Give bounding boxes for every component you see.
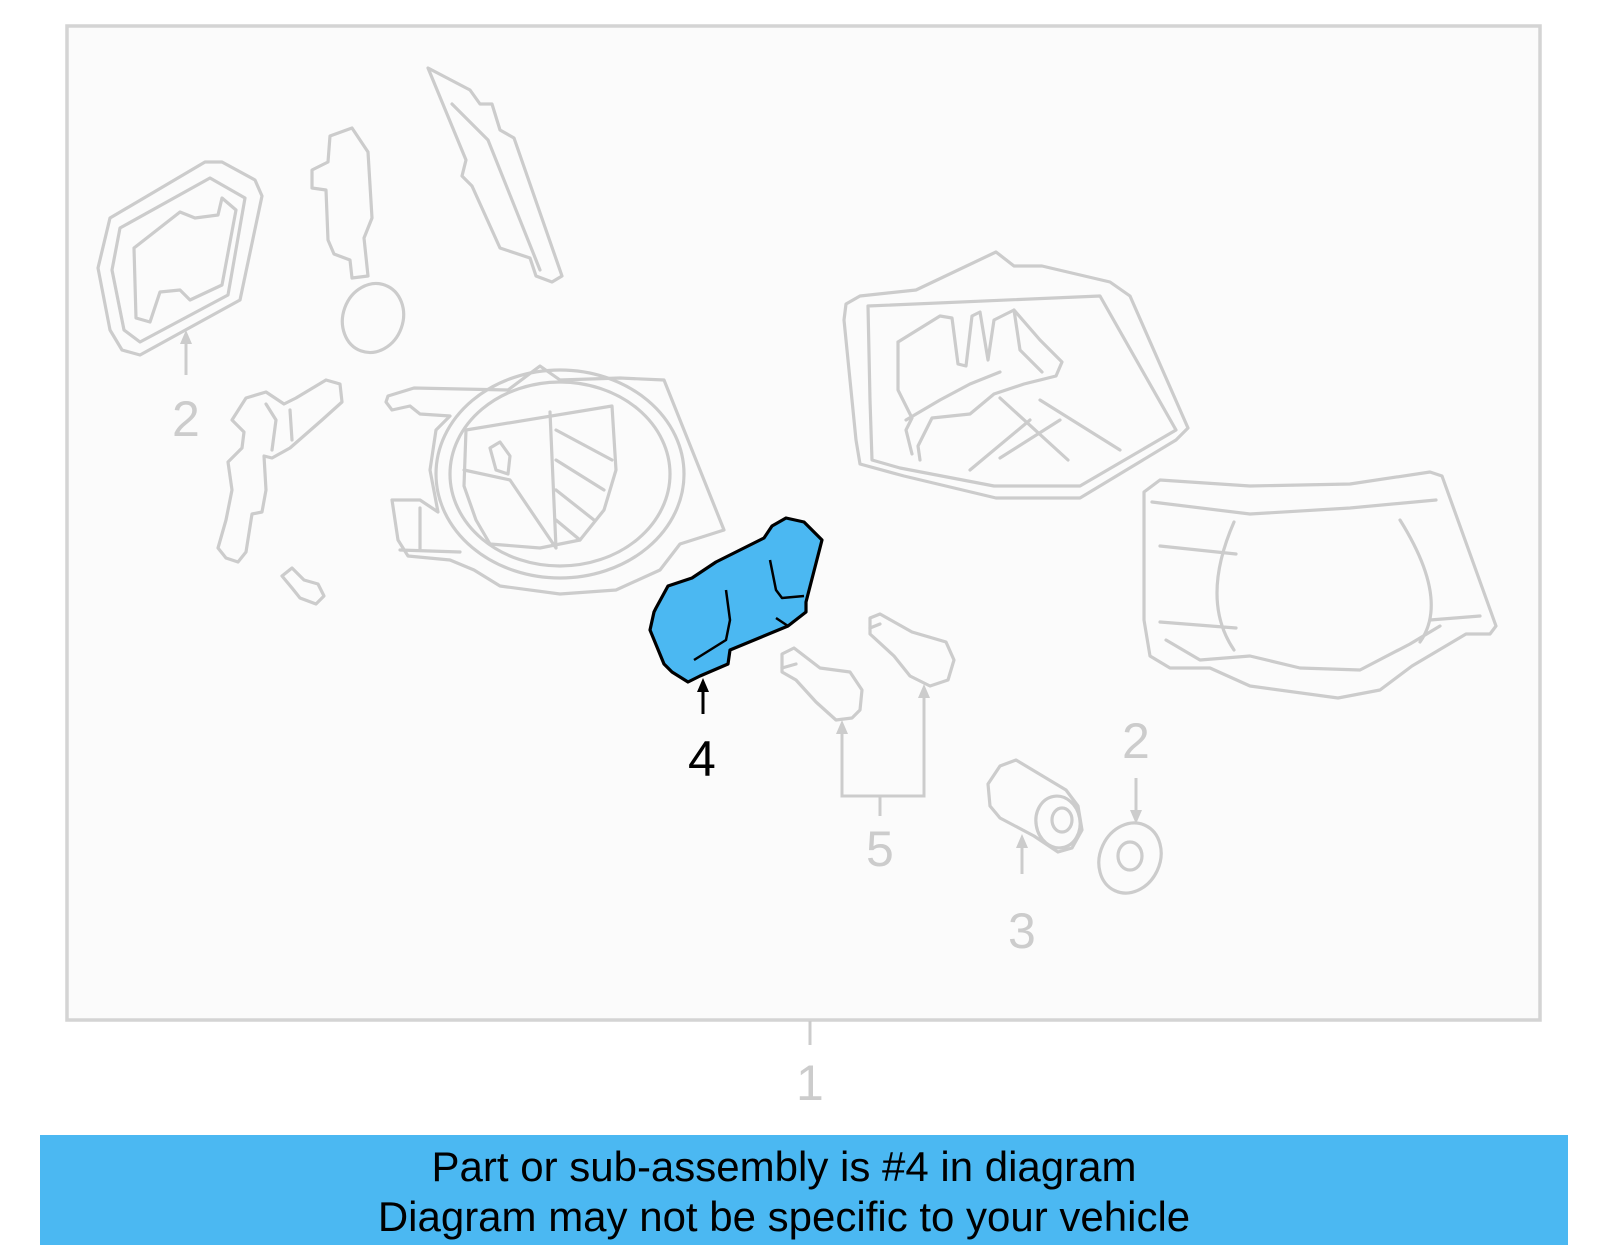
leader-5	[836, 684, 930, 816]
callout-2-top: 2	[172, 391, 200, 447]
part-clip	[280, 566, 326, 606]
callout-2-bottom: 2	[1122, 713, 1150, 769]
part-cover-strip-inner	[450, 102, 542, 272]
info-banner: Part or sub-assembly is #4 in diagram Di…	[40, 1135, 1568, 1245]
part-2-mirror-glass	[96, 160, 264, 357]
part-5-bulbs	[780, 612, 956, 722]
banner-line-1: Part or sub-assembly is #4 in diagram	[431, 1143, 1137, 1190]
part-headlamp-housing	[384, 364, 726, 596]
part-gasket-ring	[340, 281, 406, 355]
part-small-bracket	[216, 378, 344, 564]
part-2-gasket	[1097, 821, 1163, 895]
callout-4[interactable]: 4	[688, 731, 716, 787]
part-rear-housing	[842, 250, 1190, 500]
callout-3: 3	[1008, 903, 1036, 959]
part-3-bulb-socket	[986, 758, 1084, 854]
part-cover-strip	[426, 66, 564, 284]
banner-line-2: Diagram may not be specific to your vehi…	[377, 1193, 1191, 1240]
part-bracket-strip	[310, 126, 374, 280]
part-4-highlighted-bracket	[648, 516, 824, 684]
leader-2-bottom	[1130, 778, 1142, 824]
callout-1: 1	[796, 1055, 824, 1111]
part-lens	[1142, 470, 1498, 700]
part-4-shape	[648, 516, 824, 684]
leader-3	[1016, 834, 1028, 874]
callout-5: 5	[866, 821, 894, 877]
part-small-bracket-detail	[264, 402, 294, 452]
leader-2-top	[180, 330, 192, 375]
leader-4	[697, 678, 709, 714]
